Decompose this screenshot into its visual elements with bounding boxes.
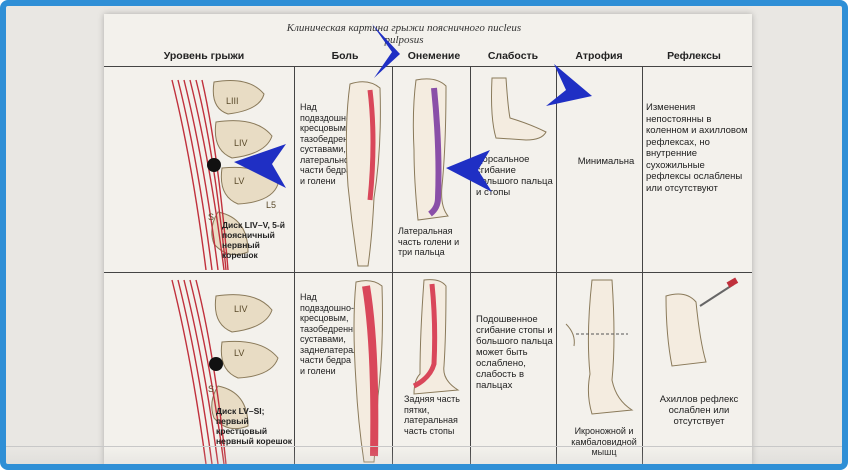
col-divider [294,66,295,464]
annotation-arrows [234,24,592,192]
video-progress-bar[interactable] [6,446,842,464]
col-divider [556,66,557,464]
vertebra-label: S [208,384,215,394]
herniation-dot [209,357,223,371]
row1-reflexes-text: Изменения непостоянны в коленном и ахилл… [646,102,748,194]
foot-illustration-weakness-row1 [491,77,547,141]
leg-illustration-numbness-row2 [412,279,460,395]
row1-pain-text: Над подвздошно-кресцовым, тазобедренным … [300,102,366,186]
row1-numbness-text: Латеральная часть голени и три пальца [398,226,460,257]
leg-illustration-numbness-row1 [412,78,449,221]
row2-level-text: Диск LV–SI; первый крестцовый нервный ко… [216,406,293,446]
header-level: Уровень грыжи [163,50,245,62]
arrow-icon [546,64,592,106]
row2-weakness-text: Подошвенное сгибание стопы и большого па… [476,314,553,391]
header-atrophy: Атрофия [575,50,623,62]
row-divider [104,272,752,273]
leg-illustration-pain-row1 [345,81,381,267]
row1-weakness-text: Дорсальное сгибание большого пальца и ст… [476,154,553,198]
arrow-icon [446,150,492,192]
foot-illustration-reflex-row2 [665,277,739,367]
row2-atrophy-text: Икроножной и камбаловидной мышц [571,426,637,457]
leg-illustration-atrophy-row2 [565,279,634,415]
arrow-icon [372,24,400,78]
spine-illustration-row2 [171,279,279,464]
col-divider [392,66,393,464]
col-divider [470,66,471,464]
vertebra-label: S [208,212,215,222]
herniation-dot [207,158,221,172]
vertebra-label: LV [234,348,245,358]
row1-atrophy-text: Минимальна [577,156,635,167]
table-title: Клиническая картина грыжи поясничного nu… [286,22,522,46]
col-divider [642,66,643,464]
vertebra-label: LIV [234,138,248,148]
header-divider [104,66,752,67]
arrow-icon [234,144,286,188]
vertebra-label: LIII [226,96,239,106]
reflex-hammer-icon [699,283,735,307]
row2-pain-text: Над подвздошно-кресцовым, тазобедренным … [300,292,379,376]
vertebra-label: L5 [266,200,277,210]
header-reflexes: Рефлексы [667,50,721,62]
vertebra-label: LIV [234,304,248,314]
scanned-table-page: Клиническая картина грыжи поясничного nu… [104,14,752,464]
row2-numbness-text: Задняя часть пятки, латеральная часть ст… [404,394,460,436]
leg-illustration-pain-row2 [353,280,383,463]
row1-level-text: Диск LIV–V, 5-й поясничный нервный кореш… [222,220,285,260]
header-weakness: Слабость [487,50,539,62]
row2-reflexes-text: Ахиллов рефлекс ослаблен или отсутствует [659,394,739,427]
vertebra-label: LV [234,176,245,186]
header-pain: Боль [331,50,359,62]
header-numbness: Онемение [407,50,461,62]
